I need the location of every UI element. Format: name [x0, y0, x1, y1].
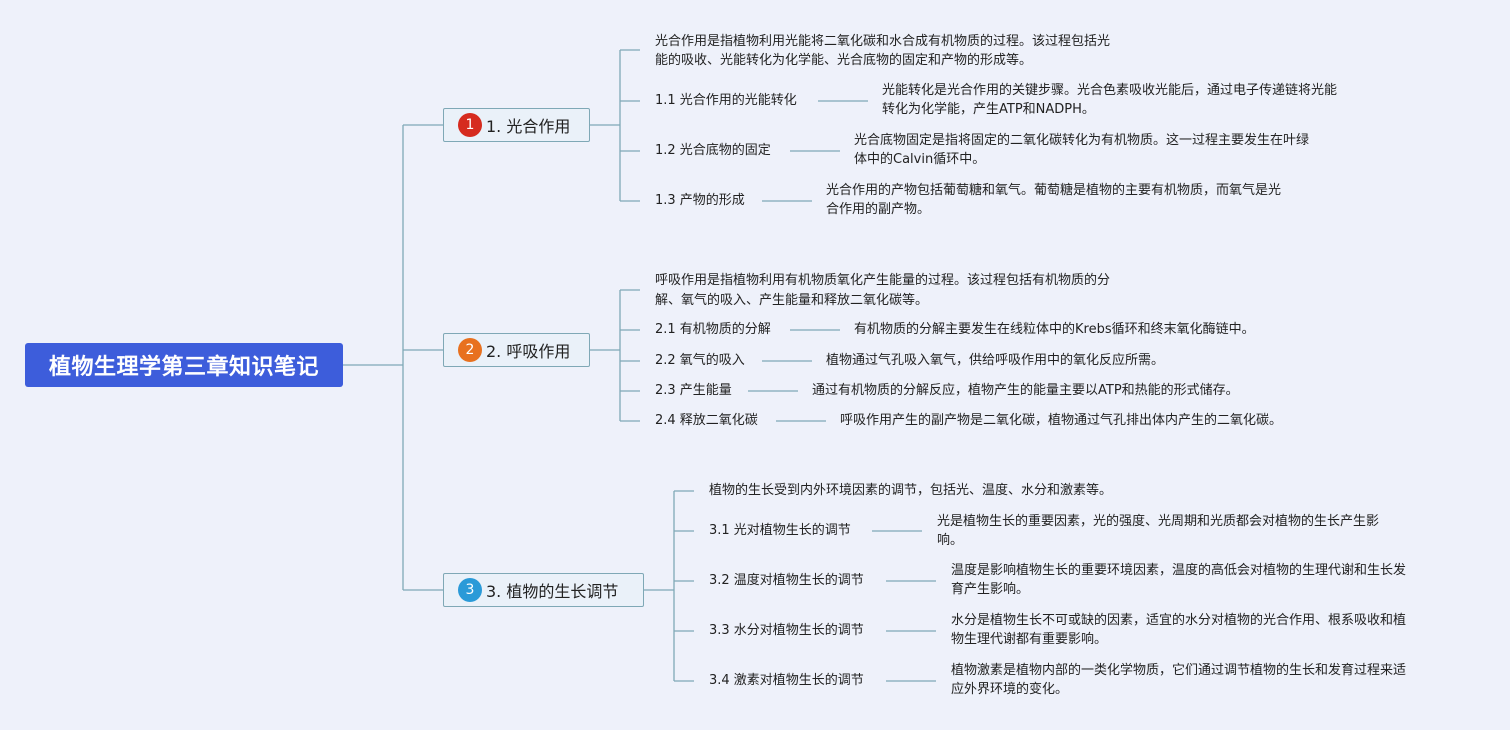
topic-3-3-desc-line-2: 物生理代谢都有重要影响。: [951, 632, 1108, 647]
branch-node-2[interactable]: 2 2. 呼吸作用: [443, 333, 590, 367]
topic-3-4-desc-line-1: 植物激素是植物内部的一类化学物质，它们通过调节植物的生长和发育过程来适: [951, 663, 1407, 678]
branch-1-intro-line-2: 能的吸收、光能转化为化学能、光合底物的固定和产物的形成等。: [655, 53, 1033, 68]
topic-2-4-label[interactable]: 2.4 释放二氧化碳: [655, 413, 758, 428]
topic-1-2-desc-line-2: 体中的Calvin循环中。: [854, 152, 986, 167]
badge-icon-2: 2: [458, 338, 482, 362]
badge-icon-3: 3: [458, 578, 482, 602]
topic-1-2-desc-line-1: 光合底物固定是指将固定的二氧化碳转化为有机物质。这一过程主要发生在叶绿: [854, 133, 1310, 148]
branch-title-1: 1. 光合作用: [486, 117, 571, 136]
topic-2-1-label[interactable]: 2.1 有机物质的分解: [655, 322, 771, 337]
topic-3-1-desc-line-2: 响。: [937, 533, 964, 548]
root-node[interactable]: 植物生理学第三章知识笔记: [25, 343, 343, 387]
branch-2-intro-line-1: 呼吸作用是指植物利用有机物质氧化产生能量的过程。该过程包括有机物质的分: [655, 273, 1111, 288]
topic-2-2-label[interactable]: 2.2 氧气的吸入: [655, 353, 745, 368]
topic-1-1-label[interactable]: 1.1 光合作用的光能转化: [655, 93, 797, 108]
topic-2-2-desc: 植物通过气孔吸入氧气，供给呼吸作用中的氧化反应所需。: [826, 353, 1165, 368]
topic-3-2-desc-line-2: 育产生影响。: [951, 582, 1030, 597]
branch-title-3: 3. 植物的生长调节: [486, 582, 619, 601]
branch-title-2: 2. 呼吸作用: [486, 342, 571, 361]
topic-1-3-desc-line-1: 光合作用的产物包括葡萄糖和氧气。葡萄糖是植物的主要有机物质，而氧气是光: [826, 183, 1282, 198]
branch-node-1[interactable]: 1 1. 光合作用: [443, 108, 590, 142]
topic-3-1-label[interactable]: 3.1 光对植物生长的调节: [709, 523, 851, 538]
topic-3-4-label[interactable]: 3.4 激素对植物生长的调节: [709, 673, 864, 688]
topic-3-3-label[interactable]: 3.3 水分对植物生长的调节: [709, 623, 864, 638]
topic-1-1-desc-line-2: 转化为化学能，产生ATP和NADPH。: [882, 102, 1095, 117]
branch-1-intro-line-1: 光合作用是指植物利用光能将二氧化碳和水合成有机物质的过程。该过程包括光: [655, 34, 1111, 49]
branch-2-intro-line-2: 解、氧气的吸入、产生能量和释放二氧化碳等。: [655, 293, 929, 308]
topic-2-4-desc: 呼吸作用产生的副产物是二氧化碳，植物通过气孔排出体内产生的二氧化碳。: [840, 413, 1283, 428]
branch-3-intro-line-1: 植物的生长受到内外环境因素的调节，包括光、温度、水分和激素等。: [709, 483, 1113, 498]
topic-2-1-desc: 有机物质的分解主要发生在线粒体中的Krebs循环和终末氧化酶链中。: [854, 322, 1255, 337]
topic-1-3-label[interactable]: 1.3 产物的形成: [655, 193, 745, 208]
root-title: 植物生理学第三章知识笔记: [48, 355, 319, 380]
topic-3-3-desc-line-1: 水分是植物生长不可或缺的因素，适宜的水分对植物的光合作用、根系吸收和植: [951, 613, 1407, 628]
topic-1-3-desc-line-2: 合作用的副产物。: [826, 202, 931, 217]
topic-2-3-desc: 通过有机物质的分解反应，植物产生的能量主要以ATP和热能的形式储存。: [812, 383, 1239, 398]
badge-icon-1: 1: [458, 113, 482, 137]
topic-3-1-desc-line-1: 光是植物生长的重要因素，光的强度、光周期和光质都会对植物的生长产生影: [937, 514, 1380, 529]
topic-1-2-label[interactable]: 1.2 光合底物的固定: [655, 143, 771, 158]
topic-1-1-desc-line-1: 光能转化是光合作用的关键步骤。光合色素吸收光能后，通过电子传递链将光能: [882, 83, 1338, 98]
branch-node-3[interactable]: 3 3. 植物的生长调节: [443, 573, 644, 607]
topic-3-2-desc-line-1: 温度是影响植物生长的重要环境因素，温度的高低会对植物的生理代谢和生长发: [951, 563, 1407, 578]
topic-2-3-label[interactable]: 2.3 产生能量: [655, 383, 732, 398]
topic-3-4-desc-line-2: 应外界环境的变化。: [951, 682, 1069, 697]
topic-3-2-label[interactable]: 3.2 温度对植物生长的调节: [709, 573, 864, 588]
